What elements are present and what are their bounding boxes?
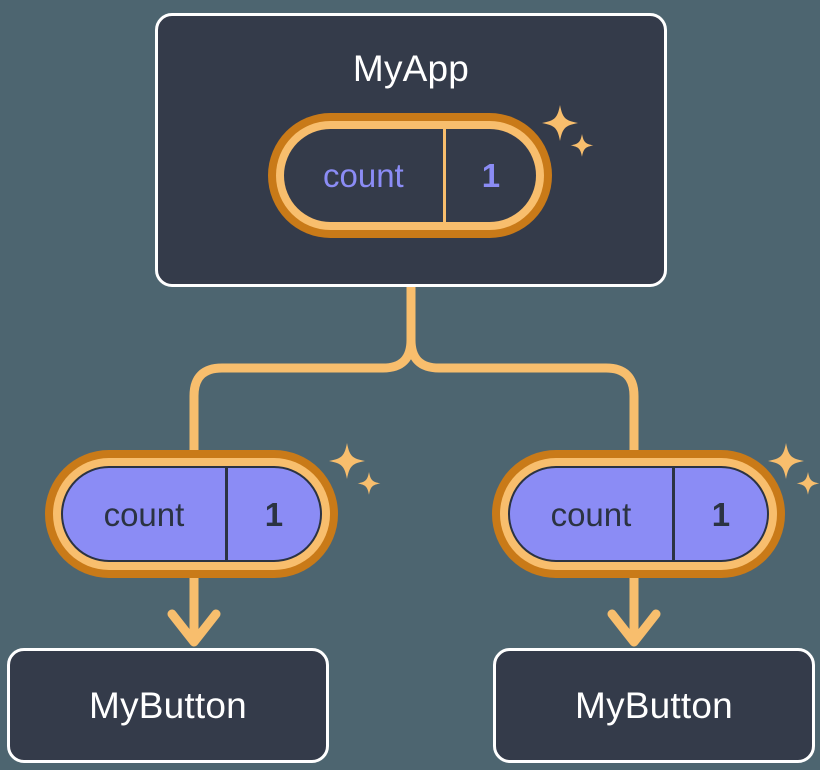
tree-connector (406, 282, 639, 457)
pill-inner-ring: count 1 (500, 458, 777, 570)
pill-inner-ring: count 1 (53, 458, 330, 570)
state-key-label: count (103, 495, 185, 533)
state-pill-left[interactable]: count 1 (45, 450, 338, 578)
state-pill-myapp[interactable]: count 1 (268, 113, 552, 238)
pill-body: count 1 (61, 466, 322, 562)
state-key-label: count (323, 157, 404, 194)
sparkle-icon (796, 472, 820, 495)
sparkle-icon (357, 472, 381, 495)
component-card-mybutton-right[interactable]: MyButton (493, 648, 815, 763)
state-key-label: count (550, 495, 632, 533)
component-card-label: MyButton (575, 685, 733, 726)
pill-body: count 1 (284, 129, 536, 222)
state-value-label: 1 (671, 468, 767, 560)
state-value-label: 1 (224, 468, 320, 560)
state-pill-right[interactable]: count 1 (492, 450, 785, 578)
sparkle-icon (768, 443, 804, 479)
pill-body: count 1 (508, 466, 769, 562)
arrow-down-icon (607, 609, 661, 647)
arrow-down-icon (167, 609, 221, 647)
pill-inner-ring: count 1 (276, 121, 544, 230)
tree-connector (189, 282, 416, 457)
state-value-label: 1 (442, 129, 536, 222)
page-title: MyApp (352, 48, 470, 89)
component-card-label: MyButton (89, 685, 247, 726)
component-card-mybutton-left[interactable]: MyButton (7, 648, 329, 763)
sparkle-icon (329, 443, 365, 479)
